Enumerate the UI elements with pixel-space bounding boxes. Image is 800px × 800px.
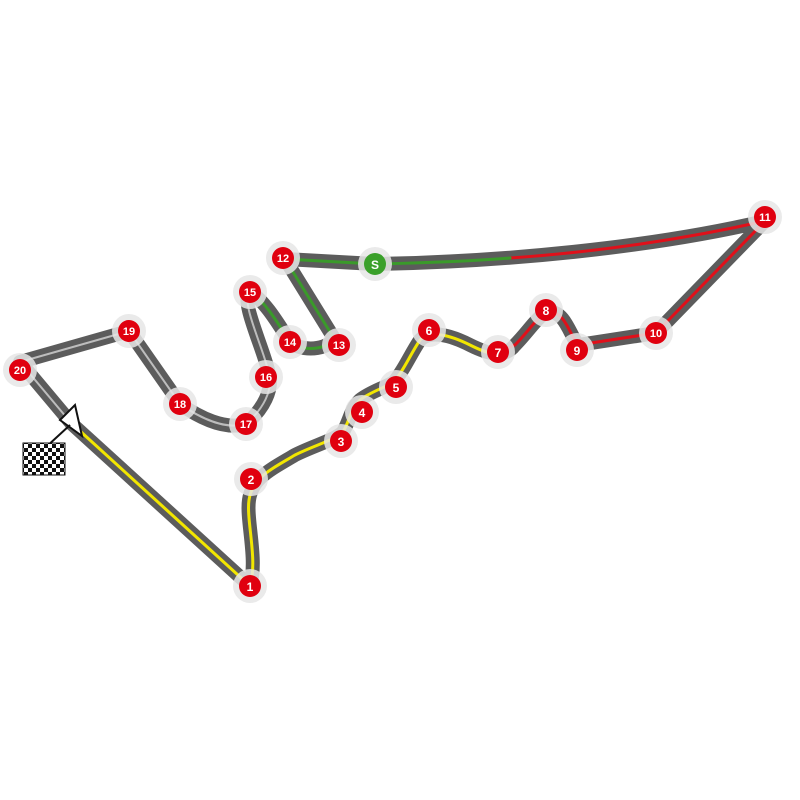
corner-label: 5 [393,381,400,395]
sector-1-line [78,333,500,588]
corner-label: 14 [284,337,297,349]
corner-marker[interactable]: 15 [233,275,267,309]
corner-label: 18 [174,399,186,411]
checkered-flag-icon [22,442,66,476]
corner-marker[interactable]: 10 [639,316,673,350]
corner-marker[interactable]: 11 [748,200,782,234]
corner-label: 12 [277,253,289,265]
finish-line-marker [58,403,84,439]
corner-marker[interactable]: 7 [481,335,515,369]
corner-label: 15 [244,287,256,299]
corner-marker[interactable]: 6 [412,313,446,347]
corner-label: 6 [426,324,433,338]
corner-marker[interactable]: 13 [322,328,356,362]
sector-2-line [496,219,767,354]
corner-marker[interactable]: 20 [3,353,37,387]
corner-label: 16 [260,372,272,384]
corner-label: 19 [123,326,135,338]
corner-marker[interactable]: 3 [324,424,358,458]
corner-label: 7 [495,346,502,360]
corner-marker[interactable]: 9 [560,333,594,367]
corner-marker[interactable]: 1 [233,569,267,603]
corner-label: 1 [247,580,254,594]
corner-label: 4 [359,406,366,420]
corner-marker[interactable]: 14 [273,325,307,359]
start-marker-dot [364,253,386,275]
corner-markers: 1 2 3 4 5 6 7 [3,200,782,603]
corner-marker[interactable]: 16 [249,360,283,394]
finish-line [22,403,84,476]
corner-marker[interactable]: 19 [112,314,146,348]
corner-label: 20 [14,365,26,377]
corner-marker[interactable]: 17 [229,407,263,441]
corner-label: 11 [759,212,771,224]
corner-marker[interactable]: 18 [163,387,197,421]
corner-label: 3 [338,435,345,449]
pit-lane-line [19,291,271,427]
corner-marker[interactable]: 8 [529,293,563,327]
corner-label: 9 [574,344,581,358]
corner-label: 10 [650,328,662,340]
corner-marker[interactable]: 5 [379,370,413,404]
start-marker[interactable]: S [358,247,392,281]
corner-marker[interactable]: 4 [345,395,379,429]
start-marker-label: S [371,258,379,272]
corner-label: 2 [248,473,255,487]
corner-label: 17 [240,419,252,431]
corner-marker[interactable]: 2 [234,462,268,496]
corner-label: 13 [333,340,345,352]
corner-label: 8 [543,304,550,318]
corner-marker[interactable]: 12 [266,241,300,275]
